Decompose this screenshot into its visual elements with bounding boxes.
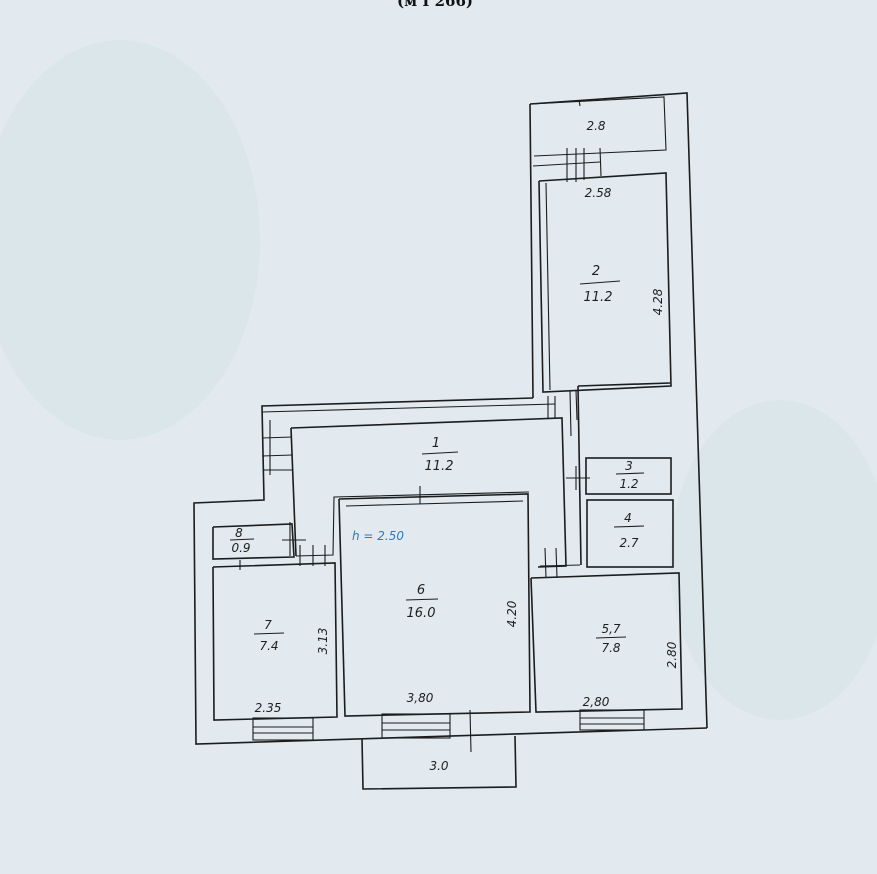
room-2-number: 2	[592, 264, 600, 279]
dimension-labels: 2.8 2.58 4.28 4.20 3,80 3.13 2.35 2,80 2…	[255, 119, 679, 773]
dim-bottom-balcony: 3.0	[429, 759, 448, 773]
room-8-area: 0.9	[231, 541, 250, 555]
room-8-outline	[212, 522, 306, 560]
dim-room-7-length: 3.13	[316, 628, 330, 655]
room-2-area: 11.2	[584, 290, 613, 305]
dim-room-6-length: 4.20	[505, 600, 519, 627]
room-5-number: 5,7	[601, 622, 620, 636]
paper-stain-left	[0, 40, 260, 440]
room-7-outline	[212, 545, 338, 721]
hallway-door-marks	[261, 389, 578, 475]
room-2-outline	[538, 172, 672, 393]
bottom-balcony	[361, 735, 517, 790]
dim-room-6-width: 3,80	[407, 691, 434, 705]
room-3-number: 3	[625, 459, 633, 473]
room-8-number: 8	[235, 526, 243, 540]
dim-room-5-length: 2.80	[665, 641, 679, 668]
room-7-area: 7.4	[259, 639, 278, 653]
room-labels: 2 11.2 1 11.2 3 1.2 4 2.7 5,7 7.8 6 16.0…	[231, 264, 638, 655]
room-4-number: 4	[624, 511, 632, 525]
room-7-window	[252, 717, 314, 741]
room-6-outline	[338, 486, 531, 717]
dim-room-5-width: 2,80	[583, 695, 610, 709]
room-6-number: 6	[417, 583, 425, 598]
paper-stain	[670, 400, 877, 720]
room-6-window	[381, 709, 472, 753]
room-3-area: 1.2	[619, 477, 638, 491]
room-5-window	[579, 709, 645, 731]
dim-room-2-width: 2.58	[585, 186, 612, 200]
fraction-bars	[229, 280, 645, 639]
ceiling-height-note: h = 2.50	[352, 529, 404, 543]
outer-walls	[193, 92, 708, 745]
header-label: (м I 266)	[397, 0, 473, 10]
dim-room-7-width: 2.35	[255, 701, 282, 715]
room-2-door-marks	[532, 147, 602, 182]
room-1-area: 11.2	[425, 459, 454, 474]
rooms-3-4-outline	[566, 382, 674, 568]
room-4-area: 2.7	[619, 536, 638, 550]
room-1-number: 1	[432, 436, 440, 451]
room-5-outline	[530, 547, 683, 713]
room-6-area: 16.0	[407, 606, 436, 621]
room-1-outline	[290, 417, 567, 568]
room-7-number: 7	[264, 618, 272, 632]
room-5-area: 7.8	[601, 641, 620, 655]
dim-room-2-length: 4.28	[651, 288, 665, 315]
dim-top-balcony: 2.8	[586, 119, 605, 133]
